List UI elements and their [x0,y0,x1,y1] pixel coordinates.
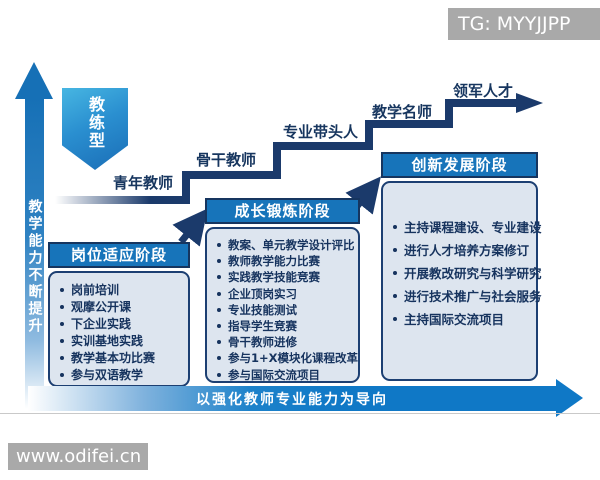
list-item-label: 专业技能测试 [228,302,297,317]
bullet-icon [217,340,221,345]
list-item-label: 进行人才培养方案修订 [404,243,530,258]
divider-line [0,413,600,414]
ladder-arrowhead-icon [516,93,543,113]
ladder-step-line [55,93,543,204]
list-item: 骨干教师进修 [217,334,354,350]
list-item-label: 参与1+X模块化课程改革 [228,351,359,366]
bullet-icon [60,287,64,292]
watermark-top-right: TG: MYYJJPP [448,8,600,40]
bottom-axis-label: 以强化教师专业能力为导向 [196,391,388,408]
right-arrow-icon [556,379,583,417]
left-axis-arrow [25,97,44,409]
list-item: 专业技能测试 [217,302,354,318]
stage-panel-growth: 成长锻炼阶段 教案、单元教学设计评比 教师教学能力比赛 实践教学技能竞赛 企业顶… [205,198,360,383]
bullet-icon [60,338,64,343]
ladder-step-label-leading-talent: 领军人才 [453,82,514,100]
bottom-axis-arrow: 以强化教师专业能力为导向 [28,386,556,411]
bullet-icon [217,324,221,329]
list-item: 参与双语教学 [60,366,184,383]
stage-body-innovation: 主持课程建设、专业建设 进行人才培养方案修订 开展教改研究与科学研究 进行技术推… [381,181,542,381]
list-item: 教案、单元教学设计评比 [217,237,355,253]
bullet-icon [393,316,397,321]
stage-title-growth: 成长锻炼阶段 [205,198,360,224]
list-item-label: 观摩公开课 [71,300,132,314]
bullet-icon [217,291,221,296]
stage-panel-adaptation: 岗位适应阶段 岗前培训 观摩公开课 下企业实践 实训基地实践 教学基本功比赛 参… [48,242,190,387]
list-item-label: 实践教学技能竞赛 [228,270,320,285]
list-item: 主持国际交流项目 [393,307,532,330]
list-item-label: 主持国际交流项目 [404,312,505,327]
bullet-icon [217,243,221,248]
list-item: 教学基本功比赛 [60,349,184,366]
list-item-label: 教学基本功比赛 [71,351,156,365]
watermark-bottom-left: www.odifei.cn [8,443,148,470]
bullet-icon [393,293,397,298]
bullet-icon [217,275,221,280]
list-item: 教师教学能力比赛 [217,253,354,269]
bullet-icon [393,247,397,252]
bullet-icon [60,372,64,377]
list-item-label: 骨干教师进修 [228,335,297,350]
bullet-icon [393,270,397,275]
list-item-label: 进行技术推广与社会服务 [404,289,542,304]
coach-type-badge-label: 教练型 [86,96,105,150]
ladder-step-label-professional-leader: 专业带头人 [283,123,359,141]
list-item-label: 指导学生竞赛 [228,319,297,334]
list-item-label: 下企业实践 [71,317,132,331]
bullet-icon [217,356,221,361]
list-item: 进行人才培养方案修订 [393,238,532,261]
bullet-icon [217,372,221,377]
stage-title-adaptation: 岗位适应阶段 [48,242,190,268]
stage-title-innovation: 创新发展阶段 [381,152,538,178]
bullet-icon [60,304,64,309]
list-item: 参与1+X模块化课程改革 [217,350,358,366]
list-item: 参与国际交流项目 [217,367,354,383]
list-item: 进行技术推广与社会服务 [393,284,542,307]
list-item-label: 参与国际交流项目 [228,367,320,382]
list-item-label: 教师教学能力比赛 [228,254,320,269]
list-item-label: 企业顶岗实习 [228,286,297,301]
bullet-icon [217,307,221,312]
stage-body-growth: 教案、单元教学设计评比 教师教学能力比赛 实践教学技能竞赛 企业顶岗实习 专业技… [205,227,360,383]
ladder-step-label-famous-teacher: 教学名师 [372,103,433,121]
left-axis-label: 教学能力不断提升 [26,199,43,335]
list-item-label: 开展教改研究与科学研究 [404,266,542,281]
list-item-label: 岗前培训 [71,283,120,297]
list-item: 下企业实践 [60,315,184,332]
list-item: 实训基地实践 [60,332,184,349]
list-item: 实践教学技能竞赛 [217,269,354,285]
list-item-label: 教案、单元教学设计评比 [228,238,355,253]
list-item-label: 实训基地实践 [71,334,144,348]
list-item: 观摩公开课 [60,298,184,315]
bullet-icon [60,321,64,326]
stage-panel-innovation: 创新发展阶段 主持课程建设、专业建设 进行人才培养方案修订 开展教改研究与科学研… [381,152,542,381]
list-item: 指导学生竞赛 [217,318,354,334]
bullet-icon [60,355,64,360]
bullet-icon [393,224,397,229]
list-item: 主持课程建设、专业建设 [393,215,542,238]
list-item-label: 参与双语教学 [71,368,144,382]
ladder-step-label-young-teacher: 青年教师 [113,174,174,192]
up-arrow-icon [15,62,53,99]
list-item: 企业顶岗实习 [217,286,354,302]
stage1-to-stage2-arrow-icon [172,208,208,247]
list-item-label: 主持课程建设、专业建设 [404,220,542,235]
bullet-icon [217,259,221,264]
ladder-step-label-backbone-teacher: 骨干教师 [196,151,257,169]
list-item: 岗前培训 [60,281,184,298]
list-item: 开展教改研究与科学研究 [393,261,542,284]
stage-body-adaptation: 岗前培训 观摩公开课 下企业实践 实训基地实践 教学基本功比赛 参与双语教学 [48,271,190,387]
